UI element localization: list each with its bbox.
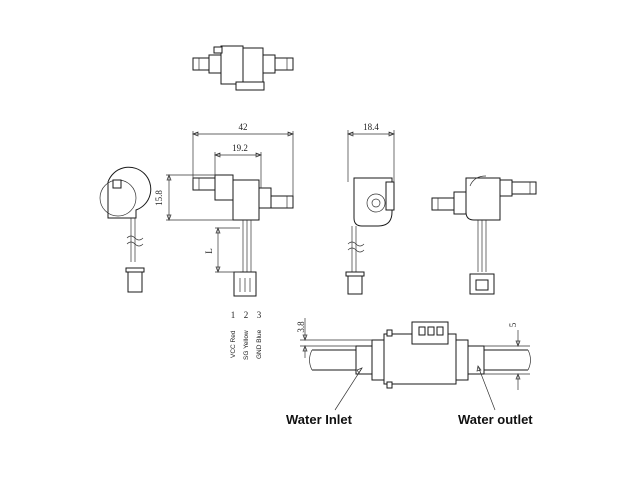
pin-number-1: 1 xyxy=(231,310,236,320)
water-inlet-label: Water Inlet xyxy=(286,412,353,427)
right-side-view: 18.4 xyxy=(345,122,395,295)
pin-number-2: 2 xyxy=(244,310,249,320)
pin-label-gnd: GND Blue xyxy=(256,329,263,359)
front-view: 42 19.2 15.8 L xyxy=(154,122,294,297)
dim-overall-length: 42 xyxy=(239,122,248,132)
dim-inlet-gap: 3.8 xyxy=(296,321,306,333)
pin-number-3: 3 xyxy=(257,310,262,320)
dim-body-length: 19.2 xyxy=(232,143,248,153)
back-view xyxy=(431,175,537,295)
left-side-view xyxy=(99,166,152,293)
top-view xyxy=(192,45,294,91)
dim-outlet-gap: 5 xyxy=(508,322,518,327)
pin-label-vcc: VCC Red xyxy=(230,330,237,358)
dim-cable-length: L xyxy=(204,248,214,254)
pin-label-sg: SG Yellow xyxy=(243,330,250,360)
water-outlet-label: Water outlet xyxy=(458,412,533,427)
flow-path-view: 3.8 5 xyxy=(296,318,531,411)
dim-depth: 18.4 xyxy=(363,122,379,132)
dim-height: 15.8 xyxy=(154,190,164,206)
pin-legend: 1 2 3 VCC Red SG Yellow GND Blue xyxy=(230,310,263,360)
